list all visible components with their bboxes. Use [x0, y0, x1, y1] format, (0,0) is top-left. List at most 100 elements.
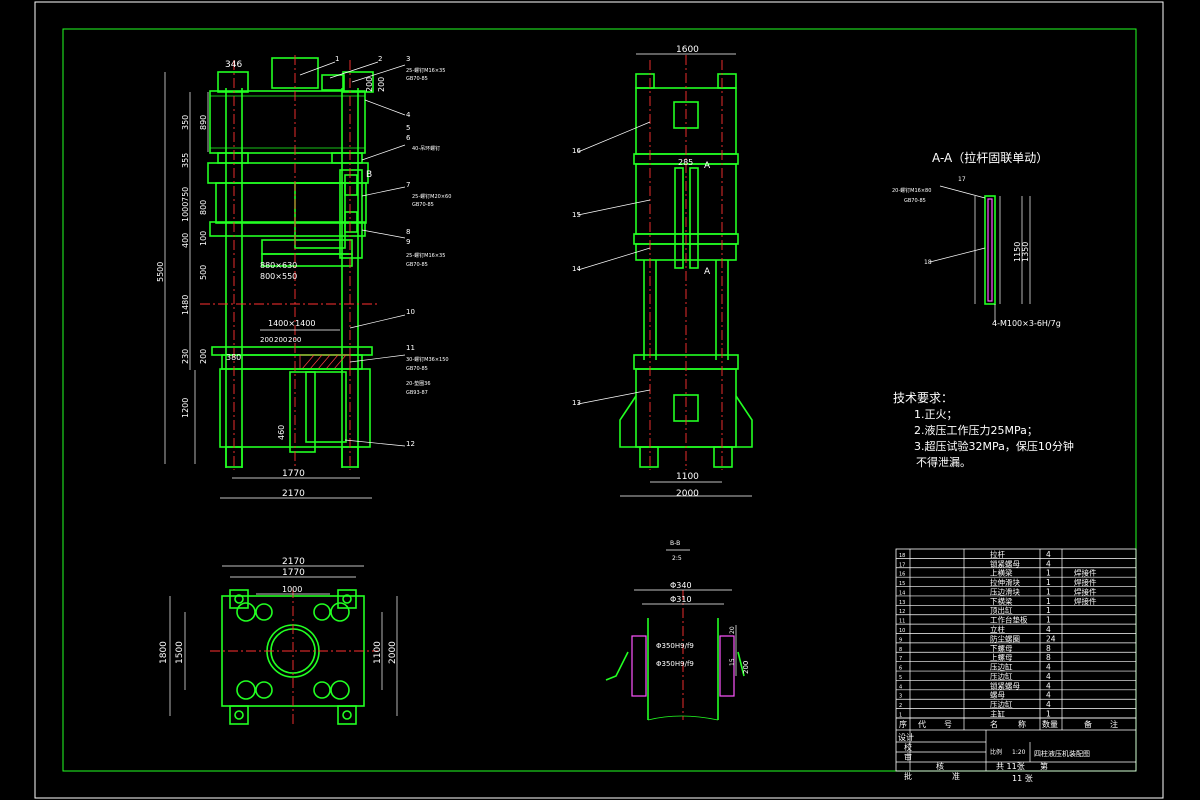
fv-dim-200b: 200	[377, 77, 386, 92]
table-cell-name: 压边缸	[990, 671, 1013, 681]
table-cell-seq: 7	[899, 656, 902, 662]
aa-dim-1150: 1150	[1013, 242, 1022, 262]
pv-dim-1500: 1500	[175, 641, 185, 664]
aa-thread: 4-M100×3-6H/7g	[992, 319, 1061, 328]
fv-note-9: 20-垫圈36	[406, 380, 431, 387]
tbl-header-code1: 代	[918, 719, 926, 729]
bb-scale: 2:5	[672, 555, 682, 562]
sv-callout-14: 14	[572, 265, 581, 273]
table-cell-name: 顶出缸	[990, 605, 1013, 615]
table-cell-name: 立柱	[990, 624, 1005, 634]
fv-note-4: GB70-85	[412, 202, 434, 208]
table-cell-seq: 2	[899, 703, 902, 709]
fv-dim-1400x1400: 1400×1400	[268, 319, 315, 328]
sv-section-a-bottom: A	[704, 267, 711, 277]
tech-req-heading: 技术要求：	[893, 391, 953, 405]
fv-section-b: B	[366, 170, 372, 180]
tbl-header-code2: 号	[944, 720, 952, 729]
pv-dim-2170: 2170	[282, 557, 305, 567]
table-cell-seq: 18	[899, 553, 905, 559]
sv-dim-1100: 1100	[676, 472, 699, 482]
table-cell-name: 下横梁	[990, 596, 1013, 606]
fv-callout-7: 7	[406, 181, 410, 189]
pv-dim-2000: 2000	[388, 641, 398, 664]
table-cell-qty: 4	[1046, 672, 1051, 681]
table-cell-name: 螺母	[990, 690, 1005, 700]
pv-dim-1100: 1100	[373, 641, 383, 664]
table-cell-name: 压边滑块	[990, 586, 1020, 596]
table-cell-seq: 13	[899, 600, 905, 606]
table-cell-note: 焊接件	[1074, 586, 1097, 596]
fv-callout-9: 9	[406, 238, 410, 246]
aa-title: A-A（拉杆固联单动）	[932, 150, 1048, 165]
fv-dim-1770: 1770	[282, 469, 305, 479]
table-cell-qty: 4	[1046, 550, 1051, 559]
aa-note-0: 20-螺钉M16×80	[892, 187, 931, 194]
tb-label-approve2: 准	[952, 771, 960, 781]
fv-dim-880x630: 880×630	[260, 261, 297, 270]
table-cell-seq: 10	[899, 628, 905, 634]
table-cell-seq: 5	[899, 675, 902, 681]
table-cell-qty: 1	[1046, 578, 1051, 587]
fv-dim-346: 346	[225, 60, 242, 70]
table-cell-qty: 1	[1046, 616, 1051, 625]
inner-frame	[62, 28, 1137, 772]
fv-note-8: GB70-85	[406, 366, 428, 372]
fv-callout-3: 3	[406, 55, 410, 63]
table-cell-name: 工作台垫板	[990, 615, 1028, 625]
fv-callout-1: 1	[335, 55, 339, 63]
fv-note-2: 40-吊环螺钉	[412, 145, 440, 152]
aa-dim-1350: 1350	[1021, 242, 1030, 262]
pv-dim-1000: 1000	[282, 585, 302, 594]
sv-callout-16: 16	[572, 147, 581, 155]
tb-scale: 1:20	[1012, 749, 1026, 756]
tb-sheet: 第	[1040, 761, 1048, 771]
table-cell-qty: 4	[1046, 691, 1051, 700]
fv-dim-400: 400	[181, 233, 190, 248]
bb-title: B-B	[670, 540, 680, 547]
tb-label-review: 审	[904, 752, 912, 762]
table-cell-seq: 6	[899, 666, 902, 672]
fv-callout-12: 12	[406, 440, 415, 448]
table-cell-seq: 12	[899, 609, 905, 615]
tech-req-item-3: 3.超压试验32MPa，保压10分钟	[914, 439, 1074, 453]
tech-req-item-2: 2.液压工作压力25MPa；	[914, 423, 1038, 437]
pv-dim-1770: 1770	[282, 568, 305, 578]
bb-dim-15: 15	[729, 658, 736, 666]
tb-label-approve: 批	[904, 771, 912, 781]
table-cell-seq: 15	[899, 581, 905, 587]
fv-dim-200-1: 200	[260, 336, 273, 344]
fv-dim-200a: 200	[365, 77, 374, 92]
sv-section-a-top: A	[704, 161, 711, 171]
table-cell-name: 主缸	[990, 709, 1005, 719]
table-cell-name: 拉杆	[990, 549, 1005, 559]
side-view	[577, 53, 753, 497]
aa-callout-17: 17	[958, 176, 966, 183]
fv-callout-8: 8	[406, 228, 410, 236]
table-cell-seq: 9	[899, 637, 902, 643]
fv-callout-11: 11	[406, 344, 415, 352]
pv-dim-1800: 1800	[159, 641, 169, 664]
aa-callout-18: 18	[924, 259, 932, 266]
tech-req-item-1: 1.正火；	[914, 408, 958, 421]
fv-callout-2: 2	[378, 55, 382, 63]
bb-dim-fit2: Φ350H9/f9	[656, 660, 694, 668]
table-cell-qty: 4	[1046, 625, 1051, 634]
fv-dim-5500: 5500	[156, 262, 165, 282]
fv-dim-460: 460	[277, 425, 286, 440]
tb-sheets-total: 共 11张	[996, 762, 1025, 771]
table-cell-qty: 1	[1046, 710, 1051, 719]
table-cell-qty: 1	[1046, 606, 1051, 615]
aa-note-1: GB70-85	[904, 198, 926, 204]
sv-callout-15: 15	[572, 211, 581, 219]
tb-material: 比例	[990, 748, 1002, 756]
bb-dim-200: 200	[742, 661, 750, 674]
fv-dim-100: 100	[199, 231, 208, 246]
table-cell-name: 上横梁	[990, 568, 1013, 578]
fv-dim-750: 750	[181, 187, 190, 202]
table-cell-seq: 8	[899, 647, 902, 653]
table-cell-note: 焊接件	[1074, 577, 1097, 587]
table-cell-note: 焊接件	[1074, 596, 1097, 606]
table-cell-name: 拉伸滑块	[990, 577, 1020, 587]
sv-callout-13: 13	[572, 399, 581, 407]
